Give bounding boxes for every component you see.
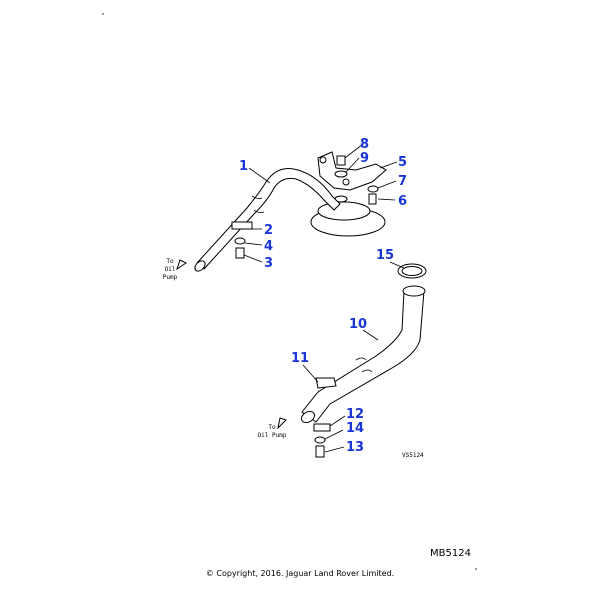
callouts: 1 2 3 4 5 6 7 8 9 10 11 12 13 14 15: [239, 137, 407, 455]
washer-9: [334, 170, 348, 178]
callout-6: 6: [398, 194, 407, 209]
mounting-bracket: [317, 151, 387, 191]
lower-oil-pickup-assembly: [277, 261, 427, 458]
tube-flange: [402, 285, 426, 297]
callout-12: 12: [346, 407, 364, 422]
pickup-tube: [196, 168, 341, 270]
callout-13: 13: [346, 440, 364, 455]
callout-2: 2: [264, 223, 273, 238]
washer-4: [234, 237, 246, 245]
callout-8: 8: [360, 137, 369, 152]
copyright-notice: © Copyright, 2016. Jaguar Land Rover Lim…: [205, 569, 395, 578]
flow-arrow-upper: [176, 259, 187, 271]
lower-tube-end: [300, 410, 316, 424]
callout-4: 4: [264, 239, 273, 254]
callout-7: 7: [398, 174, 407, 189]
washer-7: [367, 185, 379, 193]
callout-11: 11: [291, 351, 309, 366]
upper-flow-label-to: To: [166, 258, 174, 265]
upper-flow-label-oil: Oil: [165, 266, 176, 273]
bolt-8: [336, 155, 346, 166]
clip-11: [315, 377, 337, 389]
upper-flow-label-pump: Pump: [163, 274, 178, 281]
drawing-code: VS5124: [402, 452, 424, 459]
bolt-3: [235, 247, 245, 259]
callout-5: 5: [398, 155, 407, 170]
callout-15: 15: [376, 248, 394, 263]
washer-14: [314, 436, 326, 444]
clip-12: [313, 423, 331, 432]
bolt-6: [368, 193, 377, 205]
pickup-tube-end: [194, 260, 206, 272]
upper-oil-pickup-assembly: [176, 143, 398, 272]
callout-3: 3: [264, 256, 273, 271]
flow-labels: To Oil Pump To Oil Pump: [163, 258, 287, 439]
flow-arrow-lower: [277, 417, 287, 430]
diagram-reference: MB5124: [430, 548, 471, 559]
pickup-tube-lower: [301, 290, 425, 423]
lower-flow-label-oilpump: Oil Pump: [258, 432, 287, 439]
lower-flow-label-to: To: [268, 424, 276, 431]
strainer-top: [317, 201, 371, 221]
callout-1: 1: [239, 159, 248, 174]
bolt-13: [315, 445, 325, 458]
callout-9: 9: [360, 151, 369, 166]
callout-14: 14: [346, 421, 364, 436]
callout-10: 10: [349, 317, 367, 332]
clip-2: [231, 221, 253, 230]
